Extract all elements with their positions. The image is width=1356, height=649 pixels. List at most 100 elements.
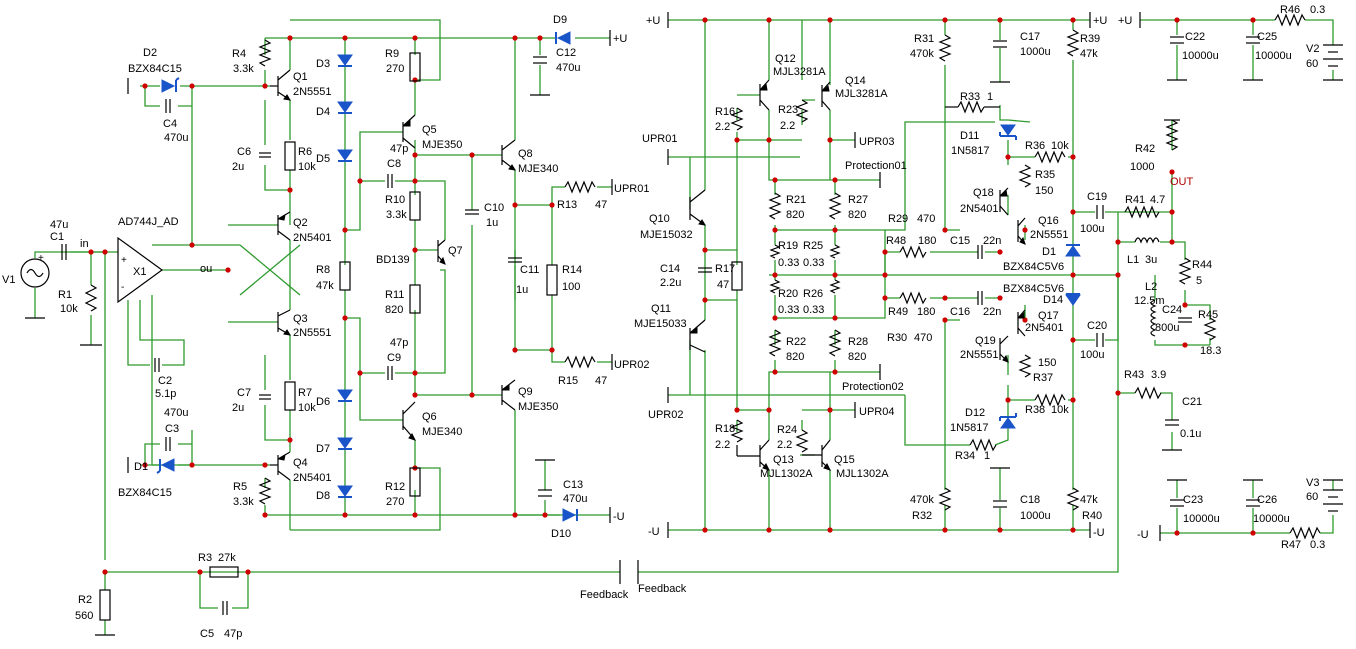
resistor-r6: R6 10k bbox=[284, 141, 316, 173]
resistor-r3: R3 27k bbox=[198, 552, 239, 578]
svg-text:D7: D7 bbox=[316, 443, 330, 455]
svg-text:MJE340: MJE340 bbox=[422, 426, 462, 438]
cap-c16: C16 22n bbox=[950, 291, 1001, 318]
svg-text:C23: C23 bbox=[1183, 494, 1203, 506]
cap-c8: 47p C8 bbox=[387, 143, 408, 188]
svg-text:60: 60 bbox=[1306, 58, 1318, 70]
cap-c24: C24 800u bbox=[1155, 304, 1192, 334]
resistor-r20: R20 0.33 bbox=[769, 279, 799, 316]
zener-d1: D1 BZX84C15 bbox=[118, 457, 175, 499]
svg-text:MJE350: MJE350 bbox=[422, 139, 462, 151]
svg-text:2N5401: 2N5401 bbox=[1025, 322, 1064, 334]
svg-text:R7: R7 bbox=[298, 387, 312, 399]
svg-text:R44: R44 bbox=[1192, 259, 1212, 271]
svg-text:R43: R43 bbox=[1124, 369, 1144, 381]
zener-d14: BZX84C5V6 D14 bbox=[1003, 283, 1081, 306]
svg-text:470k: 470k bbox=[910, 48, 934, 60]
svg-text:1N5817: 1N5817 bbox=[950, 422, 989, 434]
svg-text:D14: D14 bbox=[1043, 294, 1063, 306]
svg-text:R23: R23 bbox=[778, 104, 798, 116]
svg-text:+: + bbox=[121, 255, 127, 266]
transistor-q14: Q14 MJL3281A bbox=[821, 75, 888, 111]
svg-text:10k: 10k bbox=[1051, 404, 1069, 416]
svg-text:UPR02: UPR02 bbox=[648, 409, 683, 421]
svg-text:2N5401: 2N5401 bbox=[293, 472, 332, 484]
svg-text:AD744J_AD: AD744J_AD bbox=[118, 216, 179, 228]
svg-text:R3: R3 bbox=[198, 552, 212, 564]
svg-text:100u: 100u bbox=[1080, 223, 1104, 235]
svg-text:Q8: Q8 bbox=[518, 148, 533, 160]
supply-negative: -U C23 10000u C26 10000u R47 0.3 V3 60 bbox=[1137, 477, 1343, 551]
cap-c14: C14 2.2u bbox=[660, 263, 712, 289]
cap-c17: C17 1000u bbox=[990, 31, 1051, 83]
svg-text:R32: R32 bbox=[912, 510, 932, 522]
svg-text:560: 560 bbox=[75, 610, 93, 622]
transistor-q10: Q10 MJE15032 bbox=[640, 189, 706, 241]
inductor-l2: L2 12.5m bbox=[1134, 281, 1165, 337]
svg-text:R45: R45 bbox=[1198, 309, 1218, 321]
svg-text:150: 150 bbox=[1038, 357, 1056, 369]
svg-text:R41: R41 bbox=[1125, 194, 1145, 206]
svg-text:R17: R17 bbox=[715, 263, 735, 275]
svg-text:D4: D4 bbox=[316, 106, 330, 118]
svg-text:Q3: Q3 bbox=[293, 313, 308, 325]
svg-text:47: 47 bbox=[717, 279, 729, 291]
svg-text:C11: C11 bbox=[520, 264, 539, 276]
resistor-r2: R2 560 bbox=[75, 589, 115, 636]
transistor-q1: Q1 2N5551 bbox=[270, 69, 332, 101]
svg-text:3.9: 3.9 bbox=[1151, 369, 1166, 381]
svg-text:C17: C17 bbox=[1020, 31, 1040, 43]
svg-text:2.2: 2.2 bbox=[780, 120, 795, 132]
svg-text:2u: 2u bbox=[232, 402, 244, 414]
resistor-r10: R10 3.3k bbox=[385, 191, 421, 221]
svg-text:R18: R18 bbox=[715, 423, 735, 435]
resistor-r30: R30 470 bbox=[887, 332, 932, 344]
svg-text:2u: 2u bbox=[232, 161, 244, 173]
svg-text:R2: R2 bbox=[78, 594, 92, 606]
resistor-r26: R26 0.33 bbox=[803, 279, 841, 316]
cap-c15: C15 22n bbox=[950, 235, 1001, 259]
resistor-r1: R1 10k bbox=[58, 284, 102, 346]
svg-text:1: 1 bbox=[984, 450, 990, 462]
svg-text:-U: -U bbox=[1137, 529, 1149, 541]
svg-text:BZX84C5V6: BZX84C5V6 bbox=[1003, 261, 1064, 273]
resistor-r8: R8 47k bbox=[316, 261, 351, 292]
transistor-q3: Q3 2N5551 bbox=[277, 309, 332, 339]
svg-text:C1: C1 bbox=[50, 231, 64, 243]
svg-text:C14: C14 bbox=[660, 263, 680, 275]
svg-text:-U: -U bbox=[648, 526, 660, 538]
svg-text:C26: C26 bbox=[1257, 494, 1277, 506]
svg-text:R15: R15 bbox=[558, 375, 578, 387]
svg-text:R16: R16 bbox=[715, 106, 735, 118]
cap-c21: C21 0.1u bbox=[1162, 396, 1202, 451]
resistor-r42: R42 1000 OUT bbox=[1130, 119, 1194, 188]
source-v1: V1 + bbox=[2, 253, 50, 319]
svg-text:10k: 10k bbox=[60, 303, 78, 315]
svg-text:10000u: 10000u bbox=[1183, 513, 1220, 525]
svg-text:C21: C21 bbox=[1182, 396, 1202, 408]
svg-text:C12: C12 bbox=[556, 47, 576, 59]
net-label-upr03: UPR03 bbox=[854, 132, 894, 148]
svg-text:Q4: Q4 bbox=[293, 457, 308, 469]
transistor-q15: Q15 MJL1302A bbox=[802, 439, 889, 480]
svg-text:0.3: 0.3 bbox=[1310, 539, 1325, 551]
svg-text:3.3k: 3.3k bbox=[233, 63, 254, 75]
svg-text:R42: R42 bbox=[1135, 143, 1155, 155]
svg-text:2N5551: 2N5551 bbox=[1030, 229, 1069, 241]
resistor-r38: R38 10k bbox=[1025, 393, 1069, 416]
resistor-r44: R44 5 bbox=[1178, 257, 1212, 287]
svg-text:47k: 47k bbox=[1080, 494, 1098, 506]
svg-text:C18: C18 bbox=[1020, 494, 1040, 506]
cap-c1: 47u C1 bbox=[50, 219, 68, 260]
svg-text:C13: C13 bbox=[563, 479, 583, 491]
svg-text:R21: R21 bbox=[786, 194, 806, 206]
svg-text:10000u: 10000u bbox=[1253, 513, 1290, 525]
svg-text:+: + bbox=[38, 253, 44, 264]
transistor-q8: Q8 MJE340 bbox=[501, 139, 558, 175]
svg-text:R1: R1 bbox=[58, 289, 72, 301]
svg-text:47k: 47k bbox=[1080, 48, 1098, 60]
resistor-r15: R15 47 UPR02 bbox=[558, 354, 649, 387]
svg-text:Q16: Q16 bbox=[1038, 215, 1059, 227]
svg-text:R25: R25 bbox=[803, 240, 823, 252]
svg-text:470: 470 bbox=[917, 213, 935, 225]
